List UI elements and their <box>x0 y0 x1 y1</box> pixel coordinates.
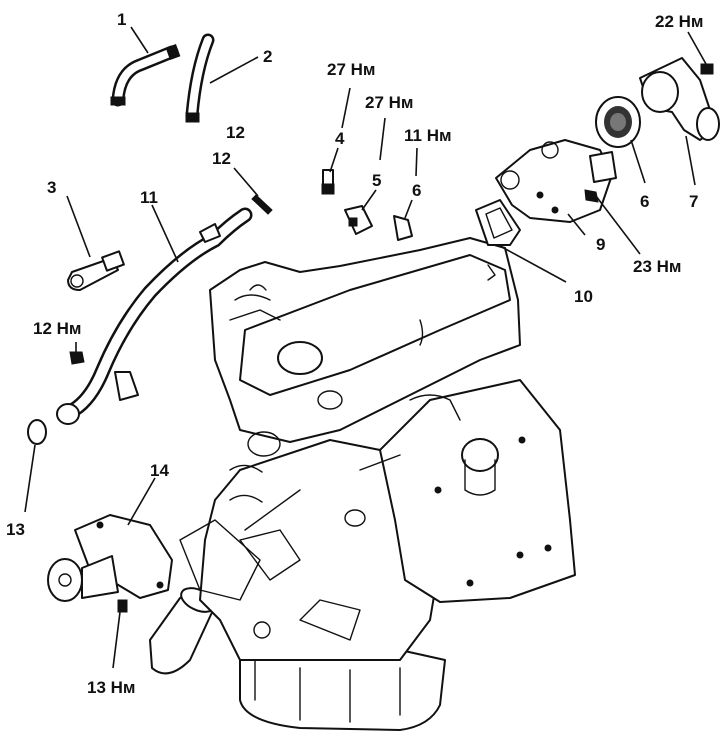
bolt-23nm <box>584 189 599 203</box>
engine-block <box>149 237 576 731</box>
torque-22nm: 22 Нм <box>655 12 704 31</box>
label-12-lower: 12 <box>212 149 231 168</box>
sensor-5 <box>344 205 373 235</box>
torque-27nm-a: 27 Нм <box>327 60 376 79</box>
label-5: 5 <box>372 171 381 190</box>
label-7: 7 <box>689 192 698 211</box>
thermostat-housing-9 <box>495 139 617 223</box>
label-13: 13 <box>6 520 25 539</box>
gasket-10 <box>475 199 521 246</box>
label-1: 1 <box>117 10 126 29</box>
label-6-thermostat: 6 <box>640 192 649 211</box>
label-10: 10 <box>574 287 593 306</box>
label-4: 4 <box>335 129 345 148</box>
label-9: 9 <box>596 235 605 254</box>
torque-12nm: 12 Нм <box>33 319 82 338</box>
part-hose-1 <box>110 44 181 107</box>
labels: 1 2 3 4 5 6 6 7 9 10 11 12 12 13 14 22 Н… <box>6 10 704 697</box>
part-pipe-11 <box>56 207 253 425</box>
part-fitting-3 <box>67 250 125 291</box>
thermostat-cover-7 <box>639 57 720 141</box>
label-3: 3 <box>47 178 56 197</box>
o-ring-13 <box>27 419 47 445</box>
label-6-sensor: 6 <box>412 181 421 200</box>
part-hose-2 <box>185 33 215 123</box>
torque-23nm: 23 Нм <box>633 257 682 276</box>
label-11: 11 <box>140 188 158 207</box>
torque-11nm: 11 Нм <box>404 126 452 145</box>
label-12-top: 12 <box>226 123 245 142</box>
part-12 <box>251 194 273 215</box>
torque-13nm: 13 Нм <box>87 678 136 697</box>
sensor-6-small <box>393 215 413 241</box>
label-2: 2 <box>263 47 272 66</box>
thermostat-6 <box>595 96 641 148</box>
leader-lines <box>24 26 707 669</box>
label-14: 14 <box>150 461 169 480</box>
bolt-12nm <box>69 351 85 365</box>
torque-27nm-b: 27 Нм <box>365 93 414 112</box>
water-pump-14 <box>47 514 173 613</box>
sensor-4 <box>321 169 335 195</box>
